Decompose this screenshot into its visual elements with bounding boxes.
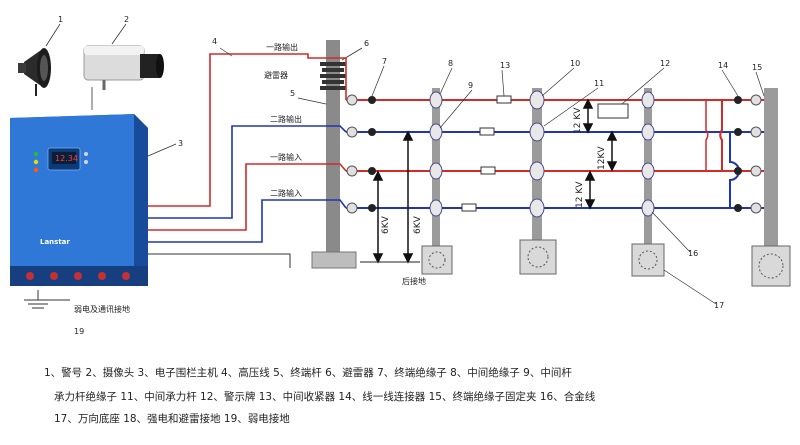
legend-line-3: 17、万向底座 18、强电和避雷接地 19、弱电接地 [54, 412, 290, 425]
wire-label-out1: 一路输出 [266, 42, 298, 52]
lead-out2 [148, 125, 347, 219]
callout-3: 3 [178, 139, 183, 148]
terminal-insulators [346, 94, 376, 214]
callout-17: 17 [714, 301, 724, 310]
legend-line-2: 承力杆绝缘子 11、中间承力杆 12、警示牌 13、中间收紧器 14、线一线连接… [54, 390, 596, 403]
ground-label-strong: 后接地 [402, 276, 426, 286]
callout-15: 15 [752, 63, 762, 72]
lead-out1 [148, 53, 347, 207]
lead-in2 [148, 199, 347, 243]
terminal-pole-base [311, 251, 357, 269]
wire-label-arrester: 避雷器 [264, 70, 288, 80]
voltage-arrows [372, 98, 618, 264]
warning-sign [597, 103, 629, 119]
middle-insulators [429, 90, 655, 218]
callout-8: 8 [448, 59, 453, 68]
wire-label-in1: 一路输入 [270, 152, 302, 162]
lead-in1 [148, 163, 347, 231]
ground-label-weak: 弱电及通讯接地 [74, 304, 130, 314]
legend-line-1: 1、警号 2、摄像头 3、电子围栏主机 4、高压线 5、终端杆 6、避雷器 7、… [44, 366, 572, 379]
universal-base-icon [421, 239, 791, 287]
callout-12: 12 [660, 59, 670, 68]
jumper-red [719, 100, 723, 171]
callout-14: 14 [718, 61, 728, 70]
callout-19: 19 [74, 327, 84, 336]
tensioner-icon [461, 95, 512, 212]
voltage-label-6kv-a: 6KV [381, 215, 391, 234]
callout-16: 16 [688, 249, 698, 258]
end-insulators [734, 94, 762, 214]
lightning-arrester-icon [320, 62, 346, 90]
callout-9: 9 [468, 81, 473, 90]
alarm-horn-icon [18, 48, 51, 96]
callout-5: 5 [290, 89, 295, 98]
callout-4: 4 [212, 37, 217, 46]
callout-13: 13 [500, 61, 510, 70]
callout-1: 1 [58, 15, 63, 24]
camera-icon [83, 45, 164, 90]
wire-label-in2: 二路输入 [270, 188, 302, 198]
voltage-label-6kv-b: 6KV [413, 215, 423, 234]
callout-6: 6 [364, 39, 369, 48]
callout-10: 10 [570, 59, 580, 68]
wire-label-out2: 二路输出 [270, 114, 302, 124]
end-pole [764, 88, 778, 286]
voltage-label-12kv-b: 12KV [597, 146, 607, 170]
callout-7: 7 [382, 57, 387, 66]
callout-numbers: 1 2 3 4 5 6 7 8 9 10 11 12 13 14 15 16 1… [58, 15, 762, 336]
fence-controller-unit [10, 114, 148, 286]
voltage-label-12kv-c: 12 KV [575, 181, 585, 208]
callout-11: 11 [594, 79, 604, 88]
controller-display-readout: 12.34 [55, 154, 78, 163]
controller-brand-label: Lanstar [40, 238, 70, 246]
voltage-label-12kv-a: 12 KV [573, 107, 583, 134]
callout-2: 2 [124, 15, 129, 24]
terminal-pole [326, 40, 340, 266]
